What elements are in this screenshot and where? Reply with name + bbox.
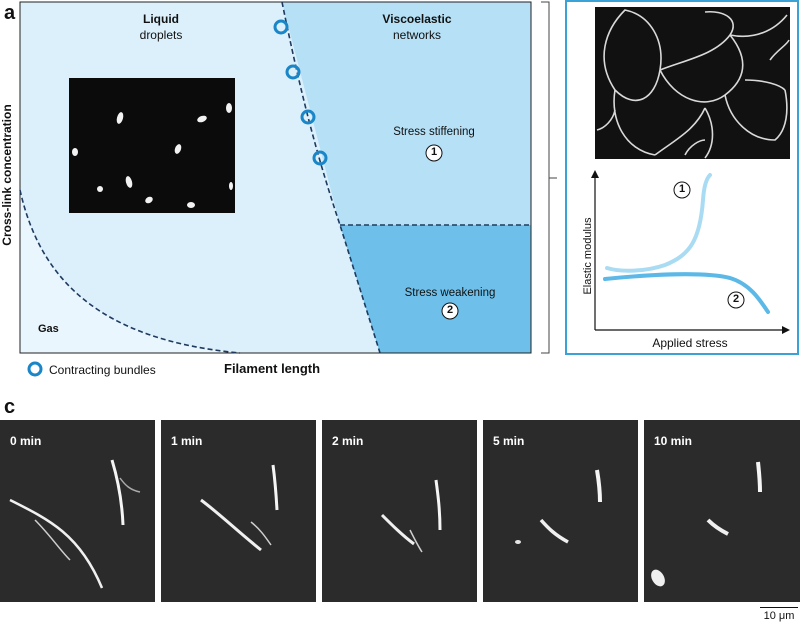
curve1-badge <box>673 181 691 199</box>
gas-label: Gas <box>38 323 59 335</box>
time-label-1: 1 min <box>171 434 203 448</box>
frame-0-image <box>9 459 141 589</box>
bundle-marker <box>273 19 289 35</box>
stress-weakening-label: Stress weakening <box>404 287 496 299</box>
b-y-label: Elastic modulus <box>582 217 594 295</box>
x-axis-label: Filament length <box>224 361 321 376</box>
b-x-arrow <box>782 326 790 334</box>
scale-bar-label: 10 μm <box>763 610 795 622</box>
frame-4-image <box>651 461 762 587</box>
curve2-number: 2 <box>732 293 740 305</box>
panel-bracket <box>541 1 557 354</box>
time-label-4: 10 min <box>654 434 693 448</box>
curve-weakening <box>603 272 770 314</box>
curve2-badge <box>727 291 745 309</box>
bundle-marker <box>300 109 316 125</box>
scale-bar <box>760 607 798 608</box>
curve-stiffening <box>605 173 712 273</box>
time-frame-2: 2 min <box>322 420 477 602</box>
time-label-0: 0 min <box>10 434 42 448</box>
panel-a-letter: a <box>4 2 16 24</box>
droplets <box>72 103 233 208</box>
time-label-3: 5 min <box>493 434 525 448</box>
time-frame-0: 0 min <box>0 420 155 602</box>
viscoelastic-subtitle: networks <box>392 28 442 42</box>
viscoelastic-title: Viscoelastic <box>382 12 452 26</box>
phase-boundary-line <box>281 1 381 354</box>
stress-weakening-number: 2 <box>446 304 454 316</box>
stress-stiffening-label: Stress stiffening <box>393 126 475 138</box>
frame-1-image <box>200 464 279 552</box>
droplet-micrograph <box>69 78 235 213</box>
panel-c-letter: c <box>4 396 16 418</box>
curve1-number: 1 <box>678 183 686 195</box>
time-frame-4: 10 min <box>644 420 800 602</box>
legend-label: Contracting bundles <box>49 363 156 377</box>
bundle-marker <box>285 64 301 80</box>
bundle-marker <box>312 150 328 166</box>
weakening-region <box>340 225 531 353</box>
time-frame-3: 5 min <box>483 420 638 602</box>
b-y-arrow <box>591 170 599 178</box>
frame-2-image <box>380 479 442 553</box>
network-micrograph <box>595 7 790 159</box>
liquid-subtitle: droplets <box>139 28 183 42</box>
legend-bundle-icon <box>27 361 43 377</box>
gas-boundary-line <box>19 189 241 354</box>
network-filaments <box>596 9 790 159</box>
frame-3-image <box>515 469 602 544</box>
b-x-label: Applied stress <box>652 336 728 350</box>
badge-1-circle <box>425 144 443 162</box>
y-axis-label: Cross-link concentration <box>0 104 14 246</box>
gas-region <box>20 190 240 353</box>
time-label-2: 2 min <box>332 434 364 448</box>
modulus-panel <box>565 0 799 355</box>
phase-diagram <box>19 1 557 377</box>
badge-2-circle <box>441 302 459 320</box>
diagram-frame <box>19 1 532 354</box>
time-frame-1: 1 min <box>161 420 316 602</box>
liquid-title: Liquid <box>143 12 179 26</box>
stress-stiffening-number: 1 <box>430 146 438 158</box>
